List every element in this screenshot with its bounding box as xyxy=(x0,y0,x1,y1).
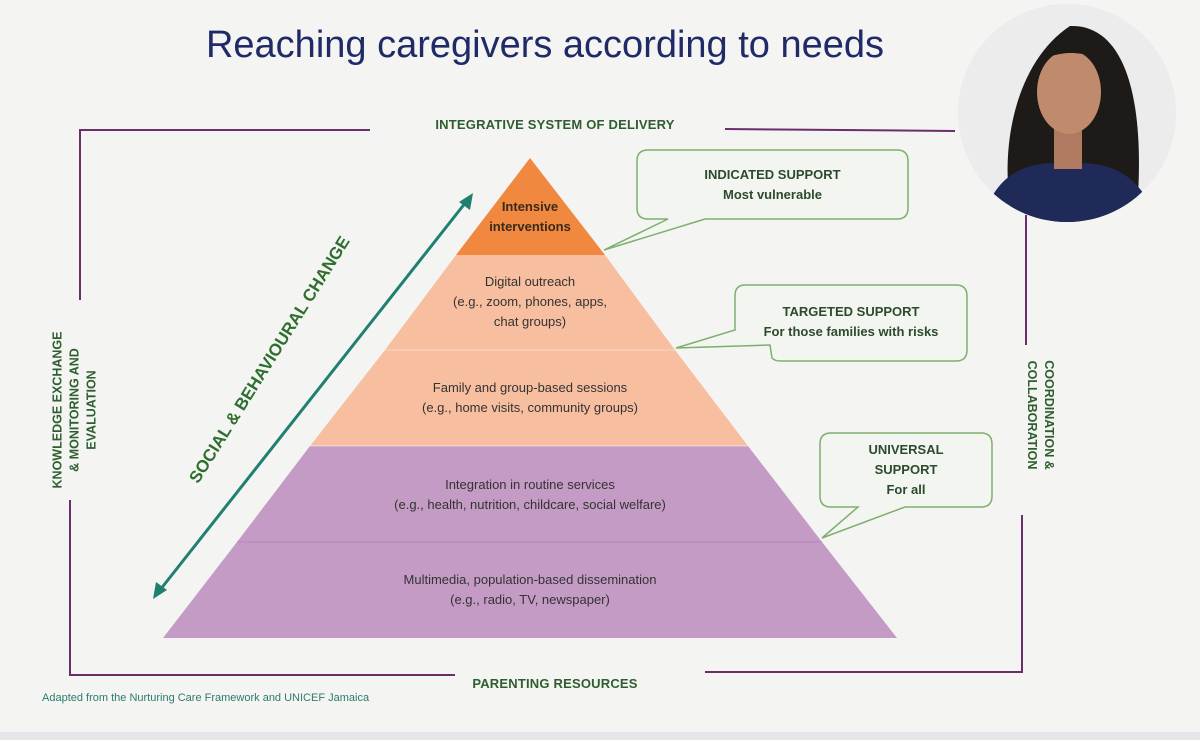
presenter-avatar xyxy=(958,4,1176,222)
tier-line: (e.g., zoom, phones, apps, xyxy=(453,294,607,309)
tier-line: interventions xyxy=(489,219,571,234)
callout-line: For those families with risks xyxy=(763,324,939,339)
frame-bottom-right-line xyxy=(705,515,1023,673)
tier-line: Digital outreach xyxy=(484,274,576,289)
frame-right-line: COORDINATION & xyxy=(1042,360,1056,470)
presenter-hair-part xyxy=(1038,43,1103,66)
frame-top-right-line xyxy=(724,128,956,132)
frame-left-lower-line xyxy=(69,500,455,676)
arrow-head-top xyxy=(459,193,473,210)
presenter-shirt xyxy=(983,163,1156,222)
source-credit: Adapted from the Nurturing Care Framewor… xyxy=(42,692,370,704)
arrow-head-bottom xyxy=(153,582,167,599)
frame-left-line: KNOWLEDGE EXCHANGE xyxy=(50,331,65,489)
frame-left-label: KNOWLEDGE EXCHANGE & MONITORING AND EVAL… xyxy=(50,260,101,560)
behaviour-change-arrow xyxy=(158,201,468,591)
tier-line: (e.g., radio, TV, newspaper) xyxy=(450,592,610,607)
frame-left-line: & MONITORING AND xyxy=(67,348,82,472)
callout-line: TARGETED SUPPORT xyxy=(782,304,920,319)
frame-top-left-line xyxy=(79,129,370,160)
tier-digital xyxy=(385,255,675,350)
callout-line: SUPPORT xyxy=(874,462,938,477)
tier-family-text: Family and group-based sessions (e.g., h… xyxy=(330,378,730,418)
tier-line: Multimedia, population-based disseminati… xyxy=(403,572,657,587)
tier-line: Integration in routine services xyxy=(445,477,615,492)
bottom-strip xyxy=(0,732,1200,740)
callout-indicated-text: INDICATED SUPPORT Most vulnerable xyxy=(637,165,908,205)
tier-line: Intensive xyxy=(501,199,559,214)
frame-top-label: INTEGRATIVE SYSTEM OF DELIVERY xyxy=(435,117,675,132)
tier-line: Family and group-based sessions xyxy=(432,380,628,395)
frame-left-line: EVALUATION xyxy=(84,370,99,450)
callout-line: Most vulnerable xyxy=(723,187,822,202)
tier-multimedia-text: Multimedia, population-based disseminati… xyxy=(280,570,780,610)
presenter-video xyxy=(958,4,1176,222)
frame-right-line: COLLABORATION xyxy=(1025,360,1039,470)
tier-line: chat groups) xyxy=(493,314,567,329)
callout-line: UNIVERSAL xyxy=(868,442,944,457)
callout-line: INDICATED SUPPORT xyxy=(704,167,841,182)
tier-digital-text: Digital outreach (e.g., zoom, phones, ap… xyxy=(400,272,660,332)
tier-line: (e.g., health, nutrition, childcare, soc… xyxy=(394,497,666,512)
slide-title: Reaching caregivers according to needs xyxy=(205,24,885,66)
callout-line: For all xyxy=(886,482,926,497)
tier-line: (e.g., home visits, community groups) xyxy=(421,400,639,415)
callout-universal-text: UNIVERSAL SUPPORT For all xyxy=(820,440,992,500)
tier-intensive xyxy=(456,158,605,255)
frame-right-label: COORDINATION & COLLABORATION xyxy=(1023,315,1057,515)
tier-multimedia xyxy=(163,542,897,638)
tier-integration-text: Integration in routine services (e.g., h… xyxy=(280,475,780,515)
callout-targeted-text: TARGETED SUPPORT For those families with… xyxy=(735,302,967,342)
presenter-face xyxy=(1037,50,1101,134)
tier-intensive-text: Intensive interventions xyxy=(455,197,605,237)
callout-universal-shape xyxy=(819,432,993,539)
tier-family xyxy=(310,350,748,446)
callout-targeted-shape xyxy=(675,284,968,362)
tier-integration xyxy=(237,446,822,542)
frame-bottom-label: PARENTING RESOURCES xyxy=(472,676,638,691)
callout-indicated-shape xyxy=(603,149,909,251)
